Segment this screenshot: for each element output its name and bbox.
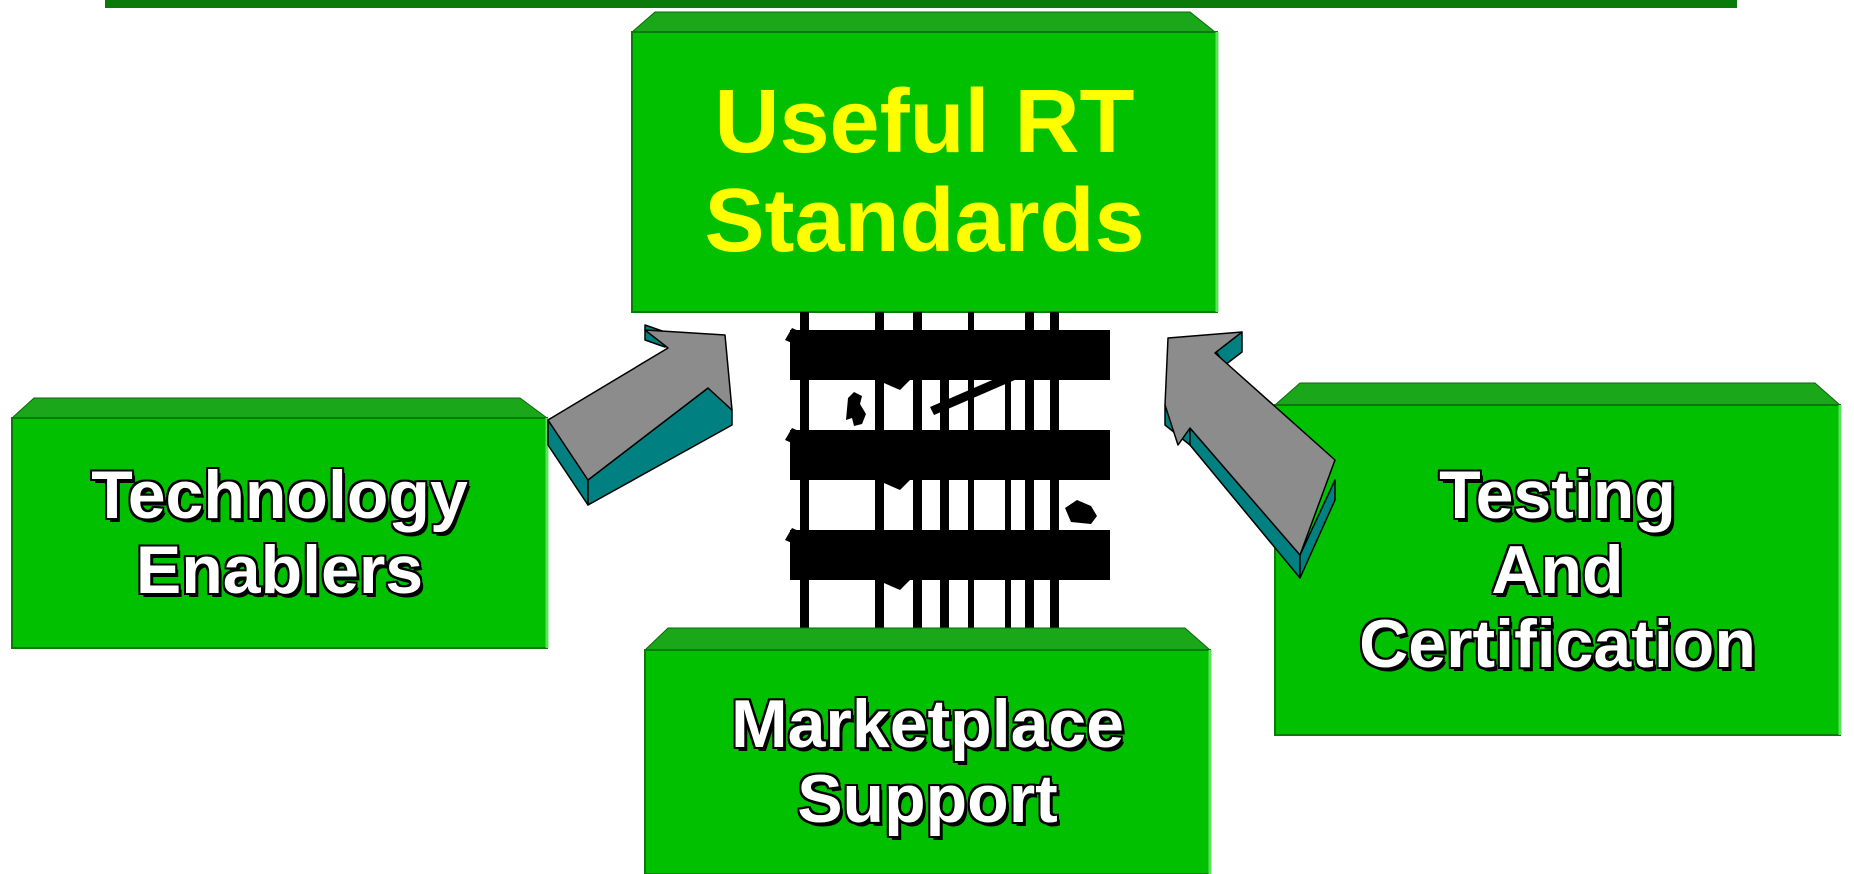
scaffold-figure <box>785 312 1110 652</box>
box-right-shape <box>1273 382 1842 736</box>
technology-enablers-box: Technology Enablers <box>12 418 547 648</box>
box-title-shape <box>630 11 1219 313</box>
bottom-label-line-2: Support <box>797 761 1058 837</box>
right-label-line-1: Testing <box>1439 456 1676 533</box>
box-left-shape <box>10 397 549 649</box>
right-label-line-3: Certification <box>1359 606 1756 683</box>
title-line-2: Standards <box>704 171 1145 271</box>
arrow-left <box>547 324 733 506</box>
right-label-line-2: And <box>1491 531 1624 608</box>
useful-rt-standards-box: Useful RT Standards <box>632 32 1217 312</box>
marketplace-support-box: Marketplace Support <box>645 650 1210 874</box>
box-bottom-shape <box>643 627 1212 874</box>
left-label-line-2: Enablers <box>135 532 424 608</box>
arrow-right <box>1164 331 1336 579</box>
left-label-line-1: Technology <box>91 457 468 534</box>
testing-certification-box: Testing And Certification <box>1275 405 1840 735</box>
title-line-1: Useful RT <box>714 72 1135 172</box>
top-rule <box>105 0 1737 8</box>
bottom-label-line-1: Marketplace <box>730 686 1125 763</box>
